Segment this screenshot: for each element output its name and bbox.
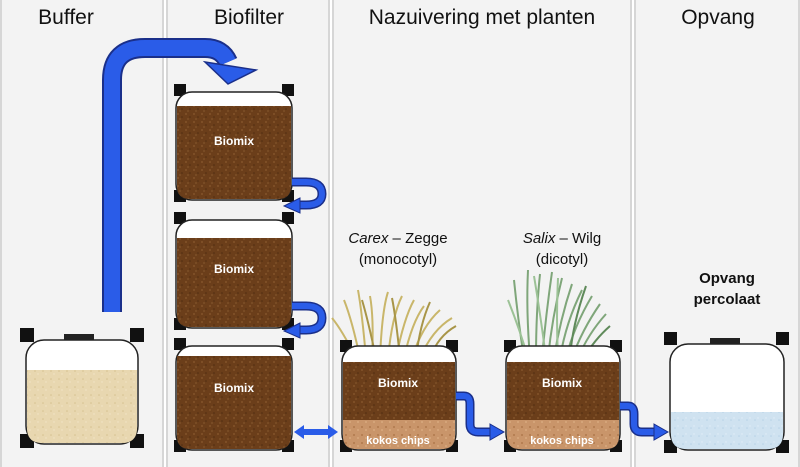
salix-type: (dicotyl)	[535, 251, 589, 268]
carex-latin: Carex	[348, 230, 389, 247]
opvang-panel	[634, 0, 800, 467]
carex-dash: –	[388, 230, 406, 247]
nazuivering-title: Nazuivering met planten	[368, 6, 596, 29]
biofilter-panel	[166, 0, 330, 467]
opvang-caption-line2: percolaat	[693, 291, 761, 308]
salix-latin: Salix	[522, 230, 556, 247]
carex-type: (monocotyl)	[358, 251, 438, 268]
opvang-caption: Opvang percolaat	[694, 268, 761, 310]
carex-name: Zegge	[405, 230, 448, 247]
opvang-caption-line1: Opvang	[699, 270, 755, 287]
opvang-title: Opvang	[681, 6, 755, 29]
buffer-panel	[0, 0, 164, 467]
salix-name: Wilg	[572, 230, 602, 247]
salix-dash: –	[555, 230, 573, 247]
carex-caption: Carex – Zegge (monocotyl)	[348, 228, 447, 270]
salix-caption: Salix – Wilg (dicotyl)	[523, 228, 601, 270]
buffer-title: Buffer	[38, 6, 94, 29]
biofilter-title: Biofilter	[213, 6, 285, 29]
